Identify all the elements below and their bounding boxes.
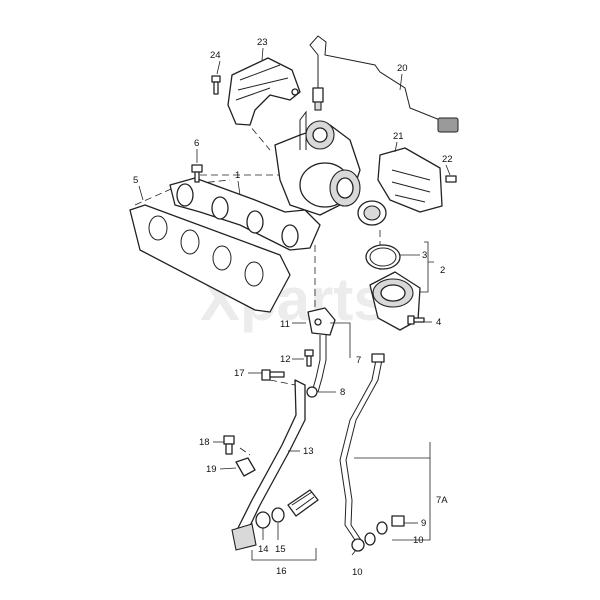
clamp-19	[235, 457, 256, 477]
callout-3: 3	[422, 250, 427, 261]
callout-14: 14	[258, 544, 269, 555]
oil-return-13	[231, 379, 306, 551]
callout-17: 17	[234, 368, 245, 379]
bracket-21	[377, 147, 443, 213]
bolt-4	[407, 315, 425, 325]
bolt-24	[211, 75, 221, 95]
seal-ring-3	[365, 244, 401, 270]
callout-23: 23	[257, 37, 268, 48]
callout-11: 11	[280, 319, 290, 330]
callout-7: 7	[356, 355, 361, 366]
callout-7a: 7A	[436, 495, 448, 506]
heat-shield-23	[227, 57, 301, 126]
bolt-18	[223, 435, 235, 455]
fitting-8	[306, 386, 318, 398]
callout-4: 4	[436, 317, 441, 328]
callout-18: 18	[199, 437, 210, 448]
ring-15	[271, 507, 285, 523]
callout-16: 16	[276, 566, 287, 577]
plug-16	[287, 489, 319, 517]
callout-2: 2	[440, 265, 445, 276]
callout-1: 1	[235, 170, 240, 181]
callout-12: 12	[280, 354, 291, 365]
nut-6	[191, 164, 203, 183]
callout-24: 24	[210, 50, 221, 61]
callout-8: 8	[340, 387, 345, 398]
callout-6: 6	[194, 138, 199, 149]
gasket-5	[129, 204, 291, 313]
callout-labels: 24 23 20 21 22 6 1 5 2 3 4 11 12 7 8 17 …	[133, 37, 453, 578]
leader-lines	[138, 47, 451, 561]
sensor-20	[309, 35, 459, 133]
callout-5: 5	[133, 175, 138, 186]
callout-19: 19	[206, 464, 217, 475]
bolt-17	[261, 369, 285, 381]
callout-9: 9	[421, 518, 426, 529]
callout-10-bottom: 10	[352, 567, 363, 578]
line-7a	[339, 353, 385, 552]
callout-20: 20	[397, 63, 408, 74]
bolt-12	[304, 349, 314, 367]
turbocharger	[274, 110, 387, 226]
adapter-2	[369, 271, 421, 331]
oil-line-7	[311, 335, 327, 393]
callout-10-right: 10	[413, 535, 424, 546]
callout-21: 21	[393, 131, 404, 142]
callout-15: 15	[275, 544, 286, 555]
flange-11	[307, 307, 336, 336]
callout-22: 22	[442, 154, 453, 165]
callout-13: 13	[303, 446, 314, 457]
fittings-9-10	[364, 515, 405, 546]
ring-14	[255, 511, 271, 529]
bolt-22	[445, 175, 457, 183]
exhaust-manifold-1	[169, 177, 321, 251]
